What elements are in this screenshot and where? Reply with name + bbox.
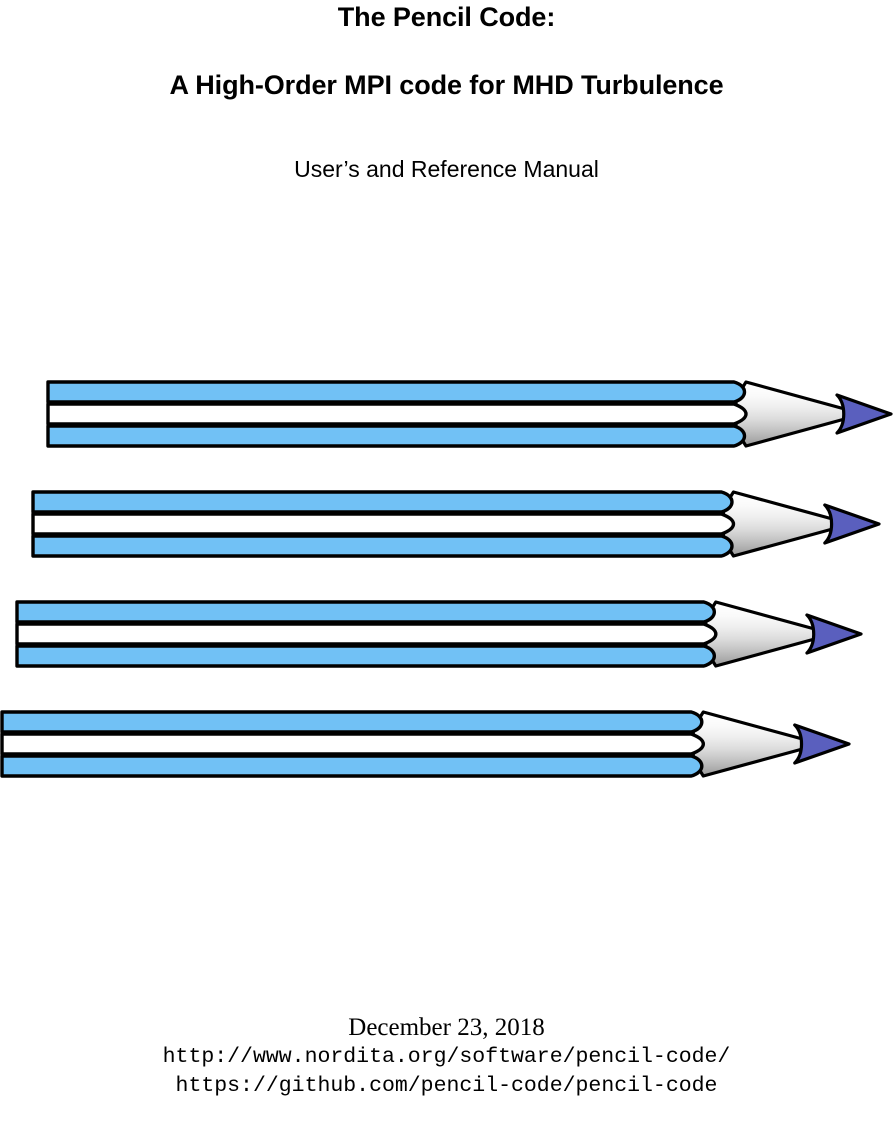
pencil-body-band-top xyxy=(15,600,716,624)
pencil-graphite-tip xyxy=(835,393,893,435)
pencil-body-band-middle xyxy=(0,732,705,756)
pencil-graphic-4 xyxy=(0,710,851,778)
title-block: The Pencil Code: A High-Order MPI code f… xyxy=(0,0,893,183)
pencil-graphic-3 xyxy=(15,600,863,668)
pencil-body-band-bottom xyxy=(31,534,734,558)
page-title-line-1: The Pencil Code: xyxy=(337,2,556,32)
pencil-wood-cone xyxy=(691,710,812,778)
pencil-graphic-2 xyxy=(31,490,881,558)
pencil-wood-cone xyxy=(704,600,824,668)
document-date: December 23, 2018 xyxy=(348,1014,545,1041)
pencil-body-band-middle xyxy=(31,512,736,536)
page-subtitle: User’s and Reference Manual xyxy=(294,156,599,182)
pencil-body-band-middle xyxy=(46,402,748,426)
pencil-wood-cone xyxy=(721,490,842,558)
pencil-body-band-middle xyxy=(15,622,718,646)
pencil-body-band-top xyxy=(0,710,704,734)
pencil-graphite-tip xyxy=(823,503,881,545)
pencil-body-band-bottom xyxy=(46,424,747,448)
project-url-github[interactable]: https://github.com/pencil-code/pencil-co… xyxy=(175,1074,718,1098)
project-url-nordita[interactable]: http://www.nordita.org/software/pencil-c… xyxy=(162,1045,731,1069)
pencil-graphite-tip xyxy=(793,723,851,765)
pencil-body-band-bottom xyxy=(0,754,704,778)
pencil-graphite-tip xyxy=(805,613,863,655)
pencil-wood-cone xyxy=(734,380,854,448)
pencil-body-band-top xyxy=(46,380,747,404)
pencil-illustration xyxy=(0,370,893,790)
footer-block: December 23, 2018 http://www.nordita.org… xyxy=(0,1012,893,1101)
pencil-body-band-top xyxy=(31,490,734,514)
page-title-line-2: A High-Order MPI code for MHD Turbulence xyxy=(169,70,724,100)
pencil-body-band-bottom xyxy=(15,644,716,668)
pencil-graphic-1 xyxy=(46,380,893,448)
